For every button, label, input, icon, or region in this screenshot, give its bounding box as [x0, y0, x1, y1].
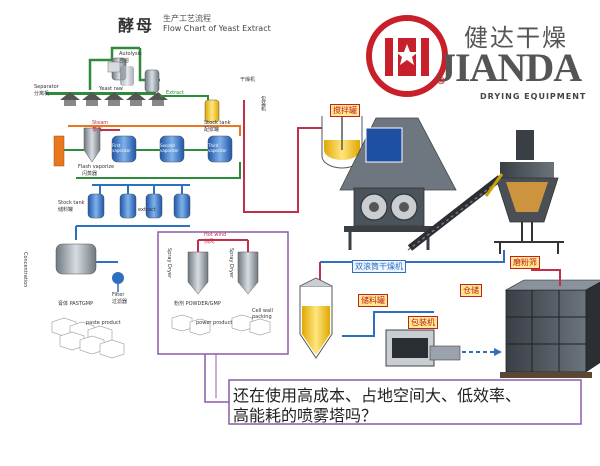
label-paste-product: paste product	[86, 320, 121, 326]
spray-dryers	[171, 239, 271, 336]
label-yeast-raw: Yeast raw	[99, 86, 123, 92]
label-second-vaporizer: Second vaporizer	[160, 143, 179, 153]
brand-name-en: JIANDA	[436, 45, 582, 90]
label-filter-cn: 过滤器	[112, 299, 128, 305]
brand-logo	[366, 15, 448, 97]
label-cell-wall: Cell wall packing	[252, 308, 273, 320]
label-filter: Filter	[112, 292, 125, 298]
label-first-vaporizer: First vaporizer	[112, 143, 131, 153]
registered-mark: ®	[436, 76, 446, 87]
label-spray-dryer-1: Spray Dryer	[166, 248, 172, 279]
warehouse-boxes	[500, 279, 600, 378]
label-mixing-tank: 搅拌罐	[330, 104, 360, 117]
brand-tagline: DRYING EQUIPMENT	[480, 92, 587, 101]
separator-group	[46, 92, 168, 106]
page-title: 酵母	[118, 16, 155, 35]
label-storage-tank: 储料罐	[358, 294, 388, 307]
caption-line-2: 高能耗的喷雾塔吗？	[233, 406, 378, 425]
label-packer: 包装机	[408, 316, 438, 329]
label-stock-tank-top: Stock tank	[204, 120, 231, 126]
label-spray-dryer-2: Spray Dryer	[228, 248, 234, 279]
right-process	[243, 100, 600, 378]
label-stock-tank-top-cn: 配浆罐	[204, 127, 220, 133]
caption-box	[228, 379, 582, 425]
caption-line-1: 还在使用高成本、占地空间大、低效率、	[233, 386, 522, 405]
label-autolysis-cn: 自溶	[119, 58, 130, 64]
label-autolysis: Autolysis	[119, 51, 142, 57]
label-flash-vaporizer: Flash vaporize	[78, 164, 115, 170]
label-steam-cn: 蒸汽	[92, 127, 103, 133]
caption-text: 还在使用高成本、占地空间大、低效率、 高能耗的喷雾塔吗？	[233, 386, 578, 426]
label-separator-cn: 分离机	[34, 91, 50, 97]
label-mill: 磨粉筛	[510, 256, 540, 269]
label-concentration: Concentration	[22, 252, 28, 288]
label-hot-wind-cn: 热风	[204, 239, 215, 245]
label-separator: Separator	[34, 84, 59, 90]
label-third-vaporizer: Third vaporizer	[208, 143, 227, 153]
label-side-2: 包装机	[260, 96, 266, 111]
label-paste: 膏体 PASTGMP	[58, 301, 94, 307]
paste-product-boxes	[51, 317, 125, 359]
brand-name-cn: 健达干燥	[464, 24, 568, 52]
label-hot-wind: Hot wind	[204, 232, 227, 238]
label-powder: 粉剂 POWDER/GMP	[174, 301, 221, 307]
label-warehouse: 仓储	[460, 284, 482, 297]
label-steam: Steam	[92, 120, 109, 126]
label-dryer: 双滚筒干燥机	[352, 260, 406, 273]
label-extract-tank: extract	[138, 207, 156, 213]
spray-dryer-frame	[157, 231, 289, 355]
left-process	[46, 46, 241, 359]
page-subtitle-en: Flow Chart of Yeast Extract	[163, 24, 271, 33]
label-stock-tank-cn: 储料罐	[58, 207, 74, 213]
label-stock-tank: Stock tank	[58, 200, 85, 206]
label-side-1: 干燥机	[240, 77, 256, 83]
label-extract: Extract	[166, 90, 184, 96]
page-subtitle-cn: 生产工艺流程	[163, 14, 211, 23]
label-flash-vaporizer-cn: 闪蒸器	[82, 171, 98, 177]
label-powder-product: power product	[196, 320, 233, 326]
